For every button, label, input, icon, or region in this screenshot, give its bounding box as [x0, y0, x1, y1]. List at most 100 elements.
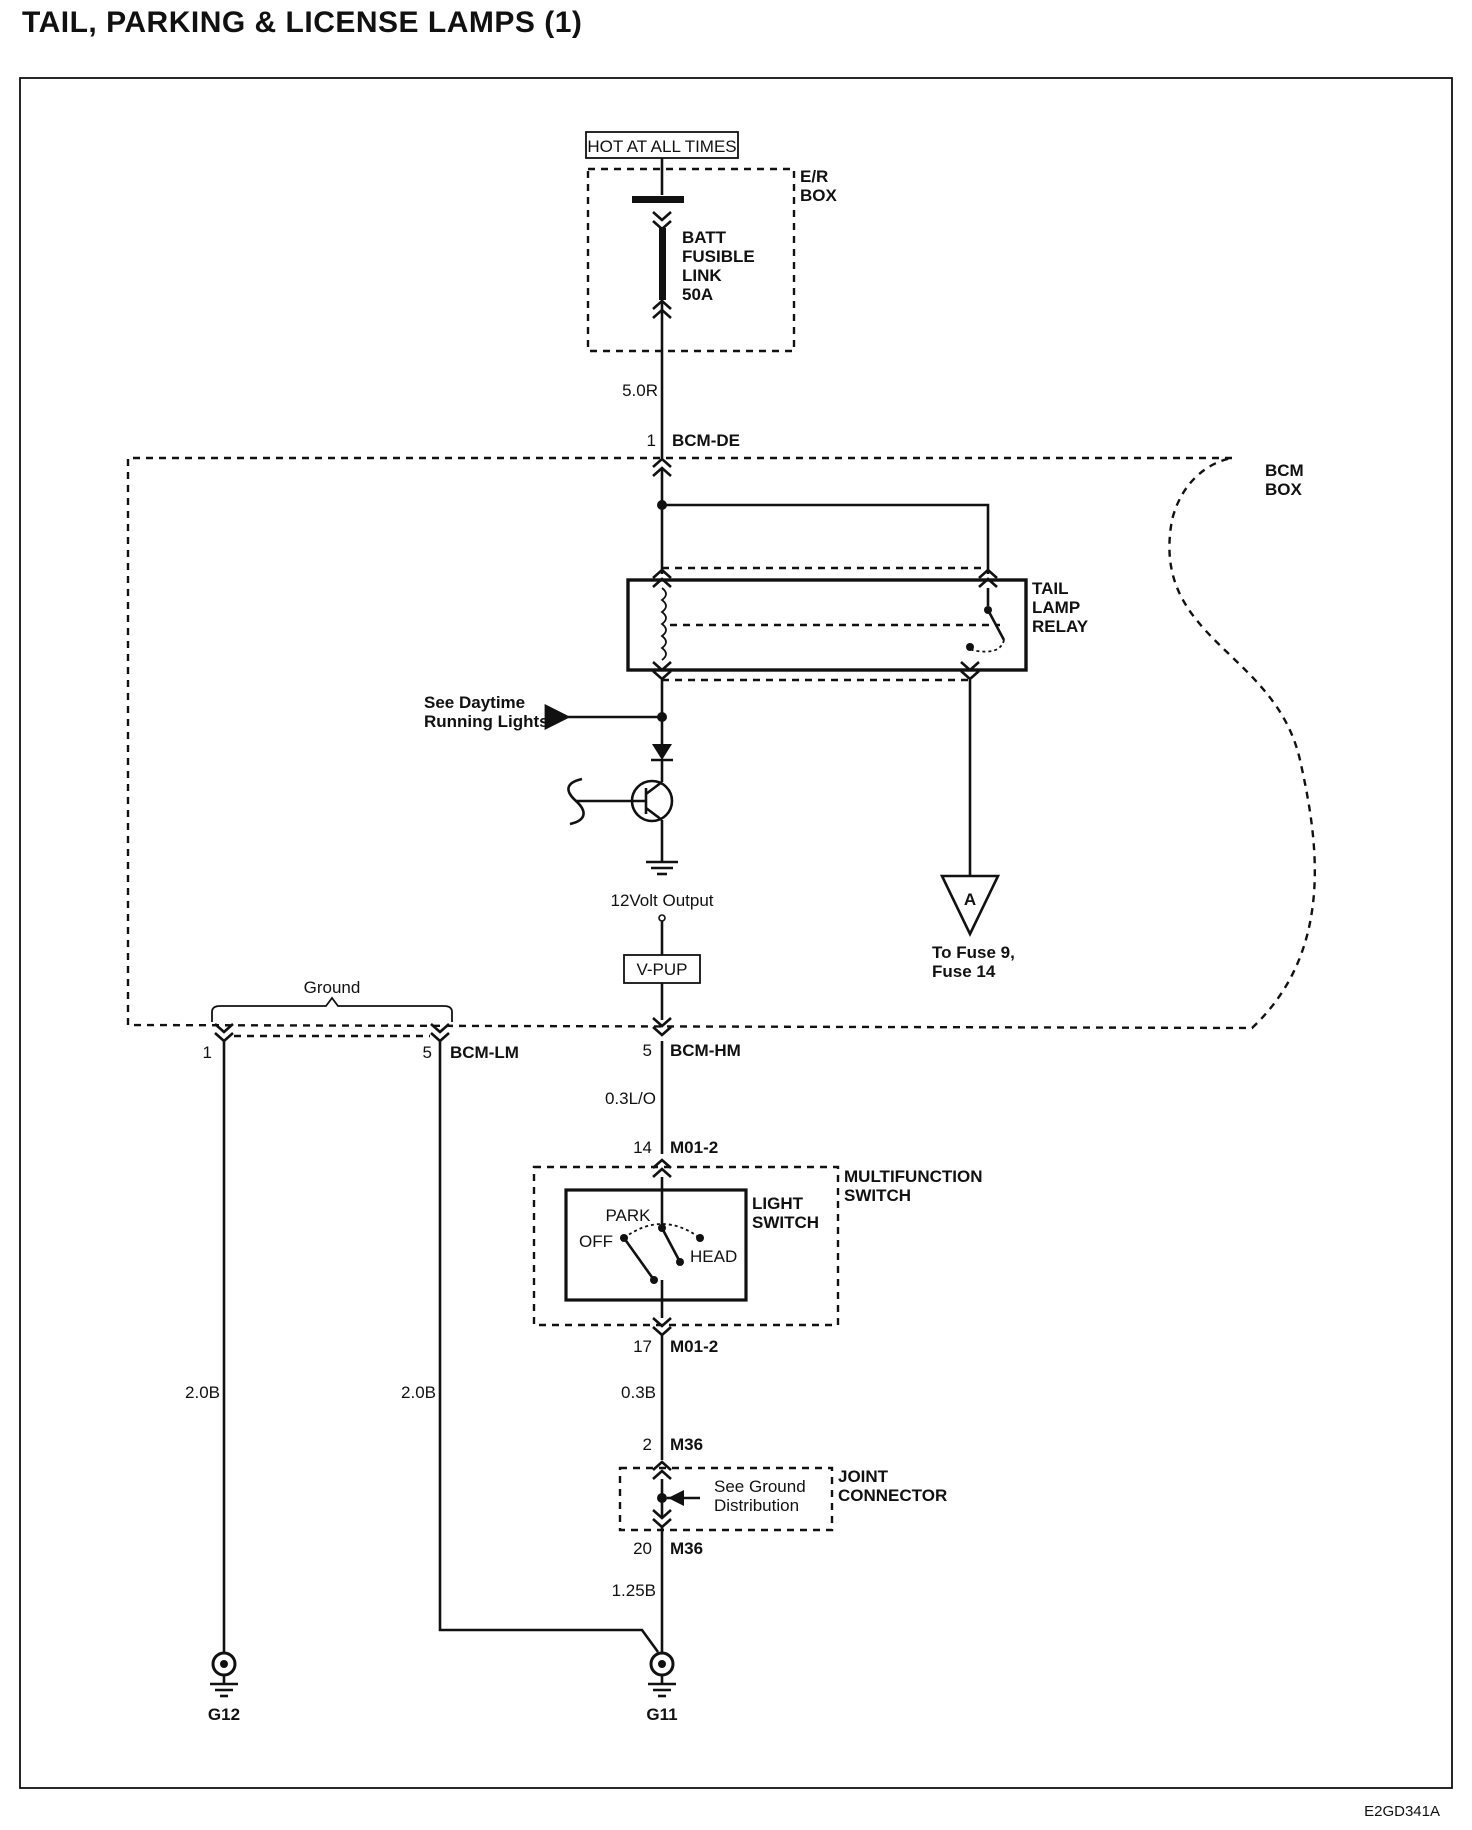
- g12-label: G12: [208, 1705, 240, 1724]
- figure-code: E2GD341A: [1364, 1803, 1440, 1820]
- relay-coil-top-connector-icon: [652, 568, 672, 588]
- m36-top-connector-icon: [652, 1460, 672, 1480]
- wire-label-5-0R: 5.0R: [622, 381, 658, 400]
- drl-ref-2: Running Lights: [424, 712, 549, 731]
- m01-top-connector: M01-2: [670, 1138, 718, 1157]
- control-signal-icon: [567, 777, 585, 826]
- vpup-box: [623, 954, 701, 984]
- bcm-lm-connector: BCM-LM: [450, 1043, 519, 1062]
- bcm-lm-pin5-connector-icon: [430, 1023, 450, 1043]
- drl-ref-1: See Daytime: [424, 693, 525, 712]
- fusible-link-icon: [659, 228, 666, 300]
- output-terminal: [658, 914, 666, 922]
- relay-contact-top-connector-icon: [978, 568, 998, 588]
- m01-bottom-connector-icon: [652, 1317, 672, 1337]
- g11-ground-icon: [648, 1651, 676, 1698]
- m01-bottom-pin: 17: [633, 1337, 652, 1356]
- switch-head-label: HEAD: [690, 1247, 737, 1266]
- transistor-collector: [645, 780, 663, 796]
- bcm-lm-pin1: 1: [203, 1043, 212, 1062]
- fuse-label-2: FUSIBLE: [682, 247, 755, 266]
- bcm-lm-pin1-connector-icon: [214, 1023, 234, 1043]
- multifunction-label-1: MULTIFUNCTION: [844, 1167, 983, 1186]
- off-page-ref-2: Fuse 14: [932, 962, 996, 981]
- switch-blade-left: [622, 1237, 656, 1281]
- multifunction-label-2: SWITCH: [844, 1186, 911, 1205]
- switch-blade-right: [660, 1227, 682, 1263]
- fuse-top-connector-icon: [652, 211, 672, 231]
- joint-ref-1: See Ground: [714, 1477, 806, 1496]
- relay-contact-bottom-connector-icon: [960, 661, 980, 681]
- relay-contact-fixed: [966, 643, 974, 651]
- bcm-box-outline: [126, 456, 1316, 1030]
- bcm-hm-connector-icon: [652, 1017, 672, 1037]
- output-label: 12Volt Output: [610, 891, 713, 910]
- g12-ground-icon: [210, 1651, 238, 1698]
- er-box-label-1: E/R: [800, 167, 828, 186]
- m36-bottom-connector: M36: [670, 1539, 703, 1558]
- joint-splice-dot: [657, 1493, 667, 1503]
- fuse-label-1: BATT: [682, 228, 727, 247]
- diode-icon: [652, 744, 672, 760]
- wire-label-1-25B: 1.25B: [612, 1581, 656, 1600]
- joint-connector-label-2: CONNECTOR: [838, 1486, 947, 1505]
- relay-label-2: LAMP: [1032, 598, 1080, 617]
- bcm-hm-connector: BCM-HM: [670, 1041, 741, 1060]
- battery-bus-bar: [632, 196, 684, 203]
- switch-travel-arc: [623, 1223, 701, 1239]
- m01-bottom-connector: M01-2: [670, 1337, 718, 1356]
- relay-label-1: TAIL: [1032, 579, 1069, 598]
- m01-top-pin: 14: [633, 1138, 652, 1157]
- bcm-box-label-1: BCM: [1265, 461, 1304, 480]
- joint-ref-arrow: [668, 1490, 684, 1506]
- hot-at-all-times-label: HOT AT ALL TIMES: [587, 137, 736, 156]
- wire-label-bcm-lm: 2.0B: [401, 1383, 436, 1402]
- relay-contact-feed-wire: [662, 503, 990, 574]
- internal-ground-icon: [646, 860, 678, 876]
- m36-top-connector: M36: [670, 1435, 703, 1454]
- transistor-emitter: [645, 806, 663, 822]
- multifunction-switch-box: [532, 1165, 840, 1327]
- off-page-ref-1: To Fuse 9,: [932, 943, 1015, 962]
- switch-park-label: PARK: [605, 1206, 651, 1225]
- switch-output-contact: [650, 1276, 658, 1284]
- tail-lamp-relay: [626, 578, 1028, 672]
- fuse-label-4: 50A: [682, 285, 713, 304]
- wire-label-0-3LO: 0.3L/O: [605, 1089, 656, 1108]
- relay-label-3: RELAY: [1032, 617, 1089, 636]
- off-page-connector-a: [939, 874, 1001, 937]
- er-box-label-2: BOX: [800, 186, 838, 205]
- switch-off-label: OFF: [579, 1232, 613, 1251]
- m01-top-connector-icon: [652, 1158, 672, 1178]
- off-page-connector-label: A: [964, 890, 976, 909]
- wire-label-0-3B: 0.3B: [621, 1383, 656, 1402]
- m36-top-pin: 2: [643, 1435, 652, 1454]
- bcm-de-connector: BCM-DE: [672, 431, 740, 450]
- vpup-label: V-PUP: [636, 960, 687, 979]
- wire-label-g12: 2.0B: [185, 1383, 220, 1402]
- light-switch-label-2: SWITCH: [752, 1213, 819, 1232]
- fuse-label-3: LINK: [682, 266, 722, 285]
- joint-connector-box: [618, 1466, 834, 1532]
- hot-at-all-times-box: HOT AT ALL TIMES: [585, 131, 739, 159]
- ground-label: Ground: [304, 978, 361, 997]
- g11-label: G11: [646, 1705, 677, 1724]
- bcm-lm-pin5: 5: [423, 1043, 432, 1062]
- relay-coil-icon: [660, 587, 667, 661]
- bcm-de-pin: 1: [647, 431, 656, 450]
- light-switch-box: [564, 1188, 748, 1302]
- joint-ref-2: Distribution: [714, 1496, 799, 1515]
- switch-blade-tip: [676, 1258, 684, 1266]
- light-switch-label-1: LIGHT: [752, 1194, 804, 1213]
- wire-bcm-lm: [438, 1041, 660, 1653]
- bcm-box-label-2: BOX: [1265, 480, 1303, 499]
- diagram-title: TAIL, PARKING & LICENSE LAMPS (1): [22, 6, 583, 39]
- relay-contact-travel: [971, 639, 1005, 653]
- ground-bracket: [211, 996, 453, 1022]
- m36-bottom-pin: 20: [633, 1539, 652, 1558]
- bcm-hm-pin: 5: [643, 1041, 652, 1060]
- relay-coil-bottom-connector-icon: [652, 661, 672, 681]
- diagram-frame: [19, 77, 1453, 1789]
- joint-connector-label-1: JOINT: [838, 1467, 889, 1486]
